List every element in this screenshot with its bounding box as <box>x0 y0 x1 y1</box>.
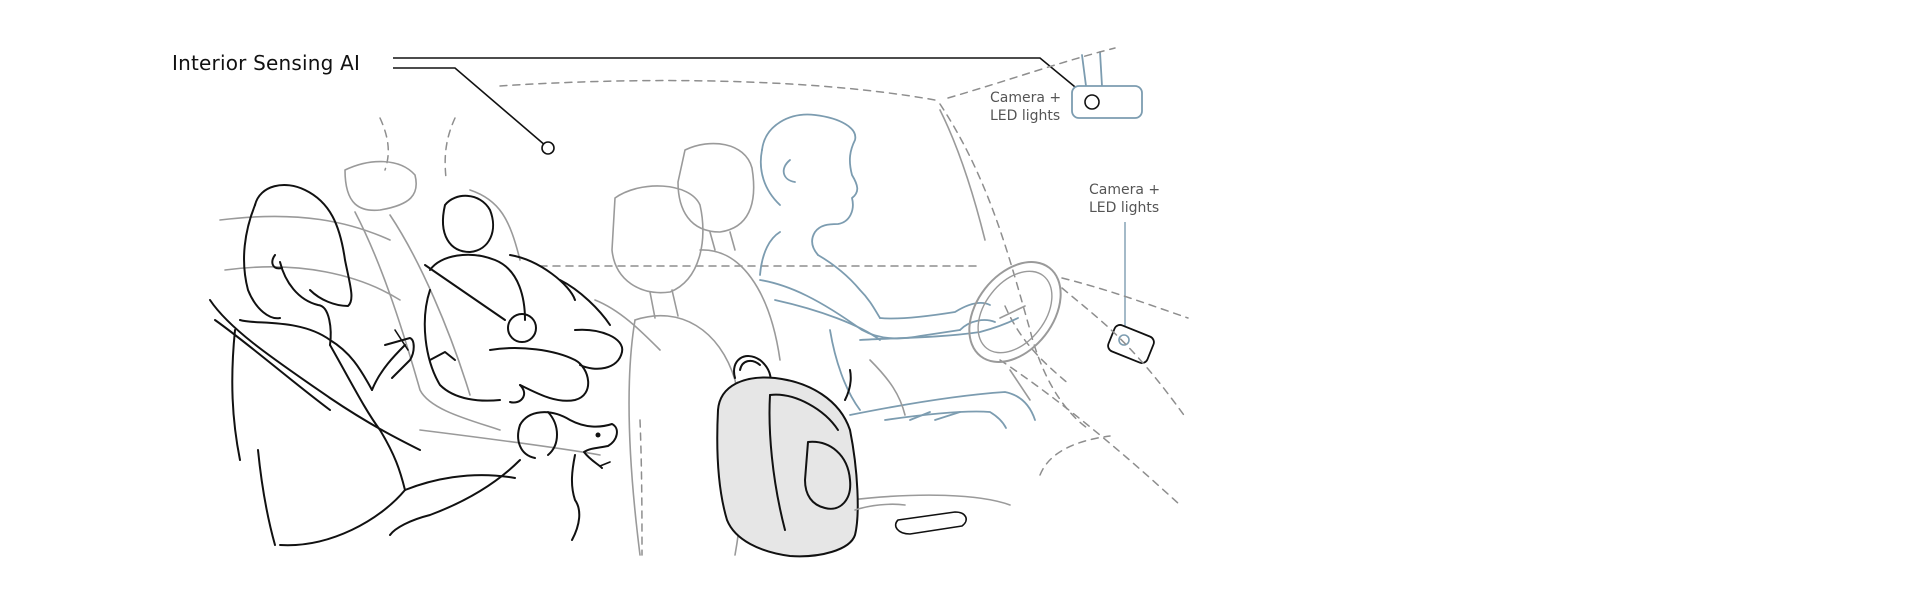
title-leader-to-mirror-camera <box>393 57 1087 97</box>
callout-dash-line1: Camera + <box>1089 182 1160 198</box>
camera-callout-dash: Camera + LED lights <box>1089 182 1160 330</box>
diagram-title: Interior Sensing AI <box>172 51 360 75</box>
baby-in-car-seat <box>423 194 624 404</box>
dashboard-camera-icon <box>1107 324 1155 364</box>
driver-seat-outline <box>677 142 781 361</box>
callout-mirror-line1: Camera + <box>990 90 1061 106</box>
callout-mirror-line2: LED lights <box>990 108 1060 124</box>
dog-passenger <box>389 411 618 541</box>
title-leader-to-cabin-point <box>393 67 555 155</box>
rearview-mirror-camera-icon <box>1071 51 1143 119</box>
camera-callout-mirror: Camera + LED lights <box>990 90 1061 124</box>
center-console-outline <box>849 494 1011 535</box>
backpack <box>716 355 859 558</box>
driver-person <box>759 113 1036 429</box>
rear-passenger-woman <box>209 184 516 547</box>
callout-dash-line2: LED lights <box>1089 200 1159 216</box>
vehicle-body-lines <box>854 109 986 511</box>
sensing-field-dashed-lines <box>379 47 1189 556</box>
steering-wheel <box>968 261 1062 401</box>
rear-seat-outline <box>219 160 661 456</box>
